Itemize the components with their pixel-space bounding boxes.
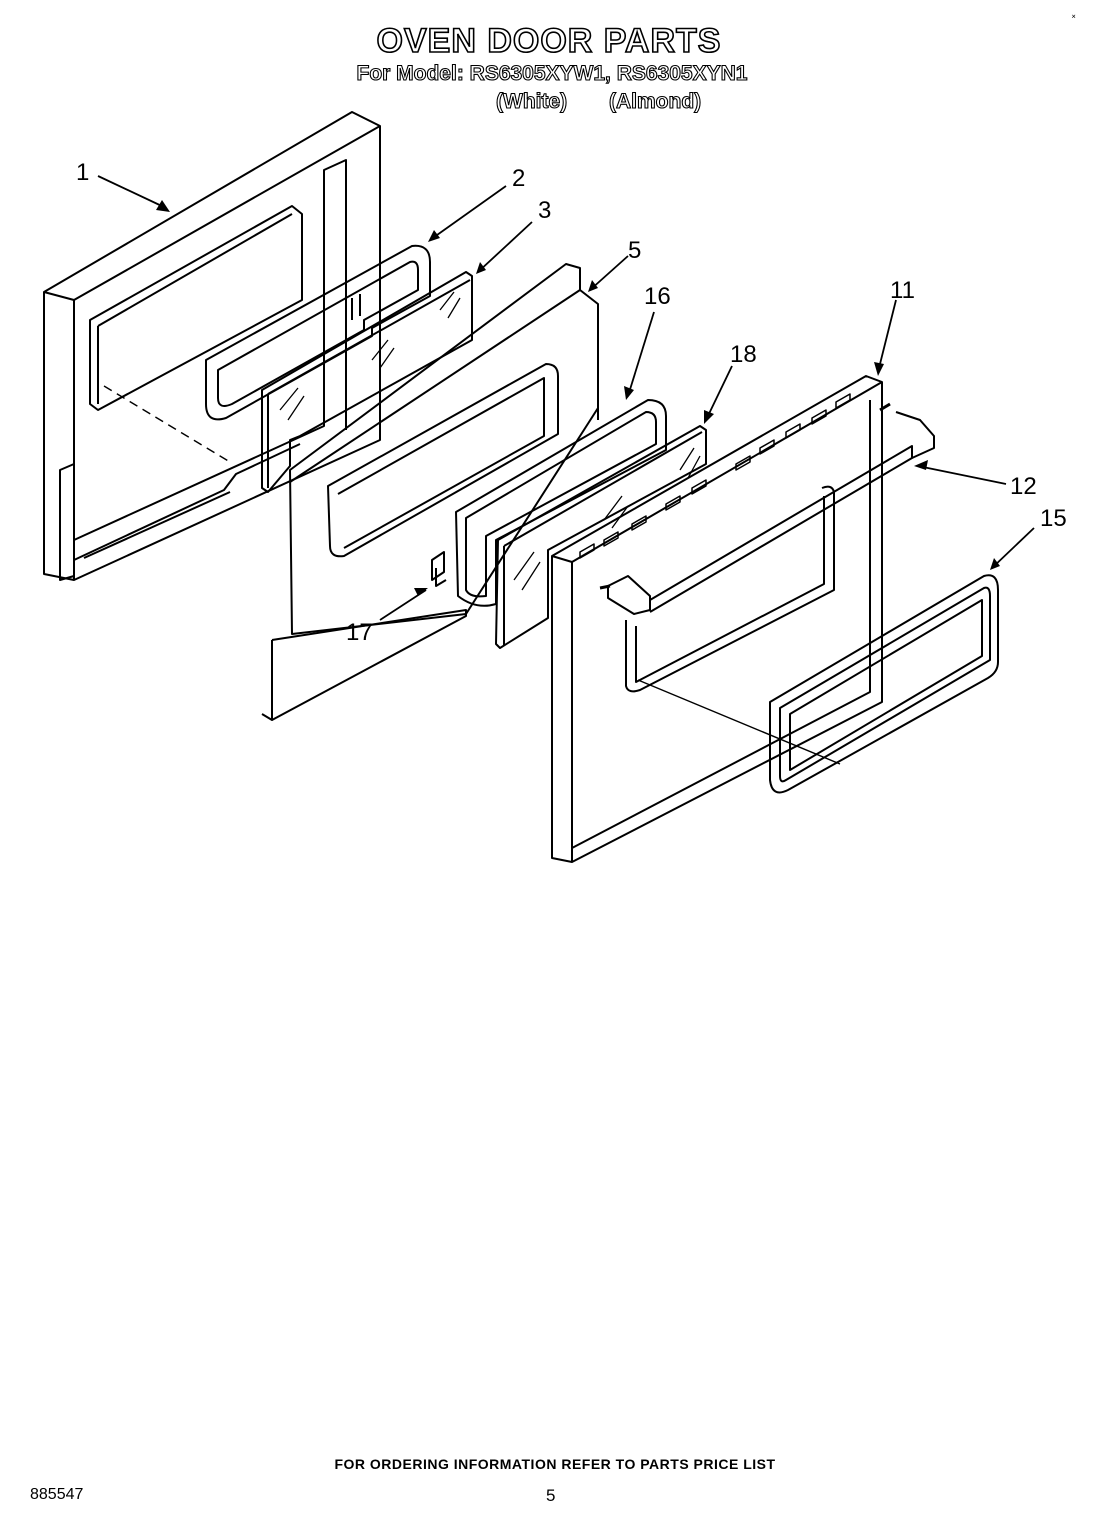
part-outer-gasket <box>431 399 667 607</box>
callout-12: 12 <box>1010 473 1037 500</box>
document-number: 885547 <box>30 1486 84 1503</box>
callout-15: 15 <box>1040 505 1067 532</box>
part-door-handle <box>599 402 935 615</box>
corner-mark: ˟ <box>1072 14 1076 25</box>
callout-11: 11 <box>890 277 915 304</box>
callout-3: 3 <box>538 197 551 224</box>
part-door-gasket <box>205 244 431 421</box>
page-title: OVEN DOOR PARTS <box>376 21 722 61</box>
part-outer-glass <box>495 425 707 649</box>
callout-5: 5 <box>628 237 641 264</box>
page-number: 5 <box>546 1486 556 1505</box>
callout-18: 18 <box>730 341 757 368</box>
color-almond-label: (Almond) <box>608 89 702 113</box>
part-inner-door-panel <box>43 111 381 581</box>
callout-16: 16 <box>644 283 671 310</box>
part-window-trim <box>769 574 999 794</box>
callout-17: 17 <box>346 619 373 646</box>
model-line: For Model: RS6305XYW1, RS6305XYN1 <box>0 61 1104 86</box>
callout-1: 1 <box>76 159 89 186</box>
callout-2: 2 <box>512 165 525 192</box>
color-white-label: (White) <box>495 89 568 113</box>
model-line-text: For Model: RS6305XYW1, RS6305XYN1 <box>356 61 748 85</box>
part-outer-door-frame <box>551 375 883 863</box>
ordering-info: FOR ORDERING INFORMATION REFER TO PARTS … <box>334 1456 776 1472</box>
part-inner-glass <box>261 271 473 493</box>
part-door-liner <box>261 263 599 721</box>
